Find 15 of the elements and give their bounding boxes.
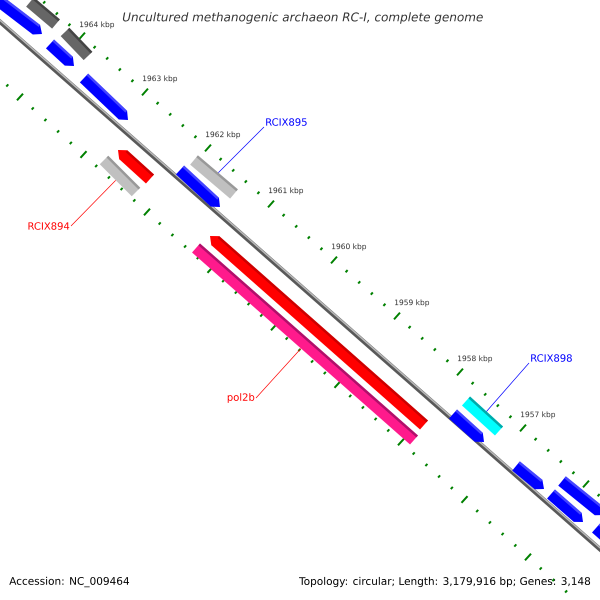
genome-summary: Topology: circular; Length: 3,179,916 bp; Genes: 3,148 — [299, 576, 590, 588]
gene-label: RCIX895 — [266, 118, 307, 126]
title: Uncultured methanogenic archaeon RC-I, complete genome — [122, 12, 483, 24]
gene-label: RCIX898 — [531, 354, 572, 362]
leader-line — [486, 362, 530, 412]
gene-label: RCIX894 — [28, 222, 70, 230]
gene-arrow — [100, 156, 140, 196]
gene-label: pol2b — [228, 393, 254, 403]
gene-arrow — [192, 243, 418, 444]
leader-line — [256, 348, 302, 398]
leader-line — [218, 126, 264, 173]
accession-text: Accession: NC_009464 — [9, 576, 130, 588]
gene-arrow — [462, 396, 504, 436]
gene-arrow — [190, 155, 238, 199]
leader-line — [70, 180, 116, 226]
